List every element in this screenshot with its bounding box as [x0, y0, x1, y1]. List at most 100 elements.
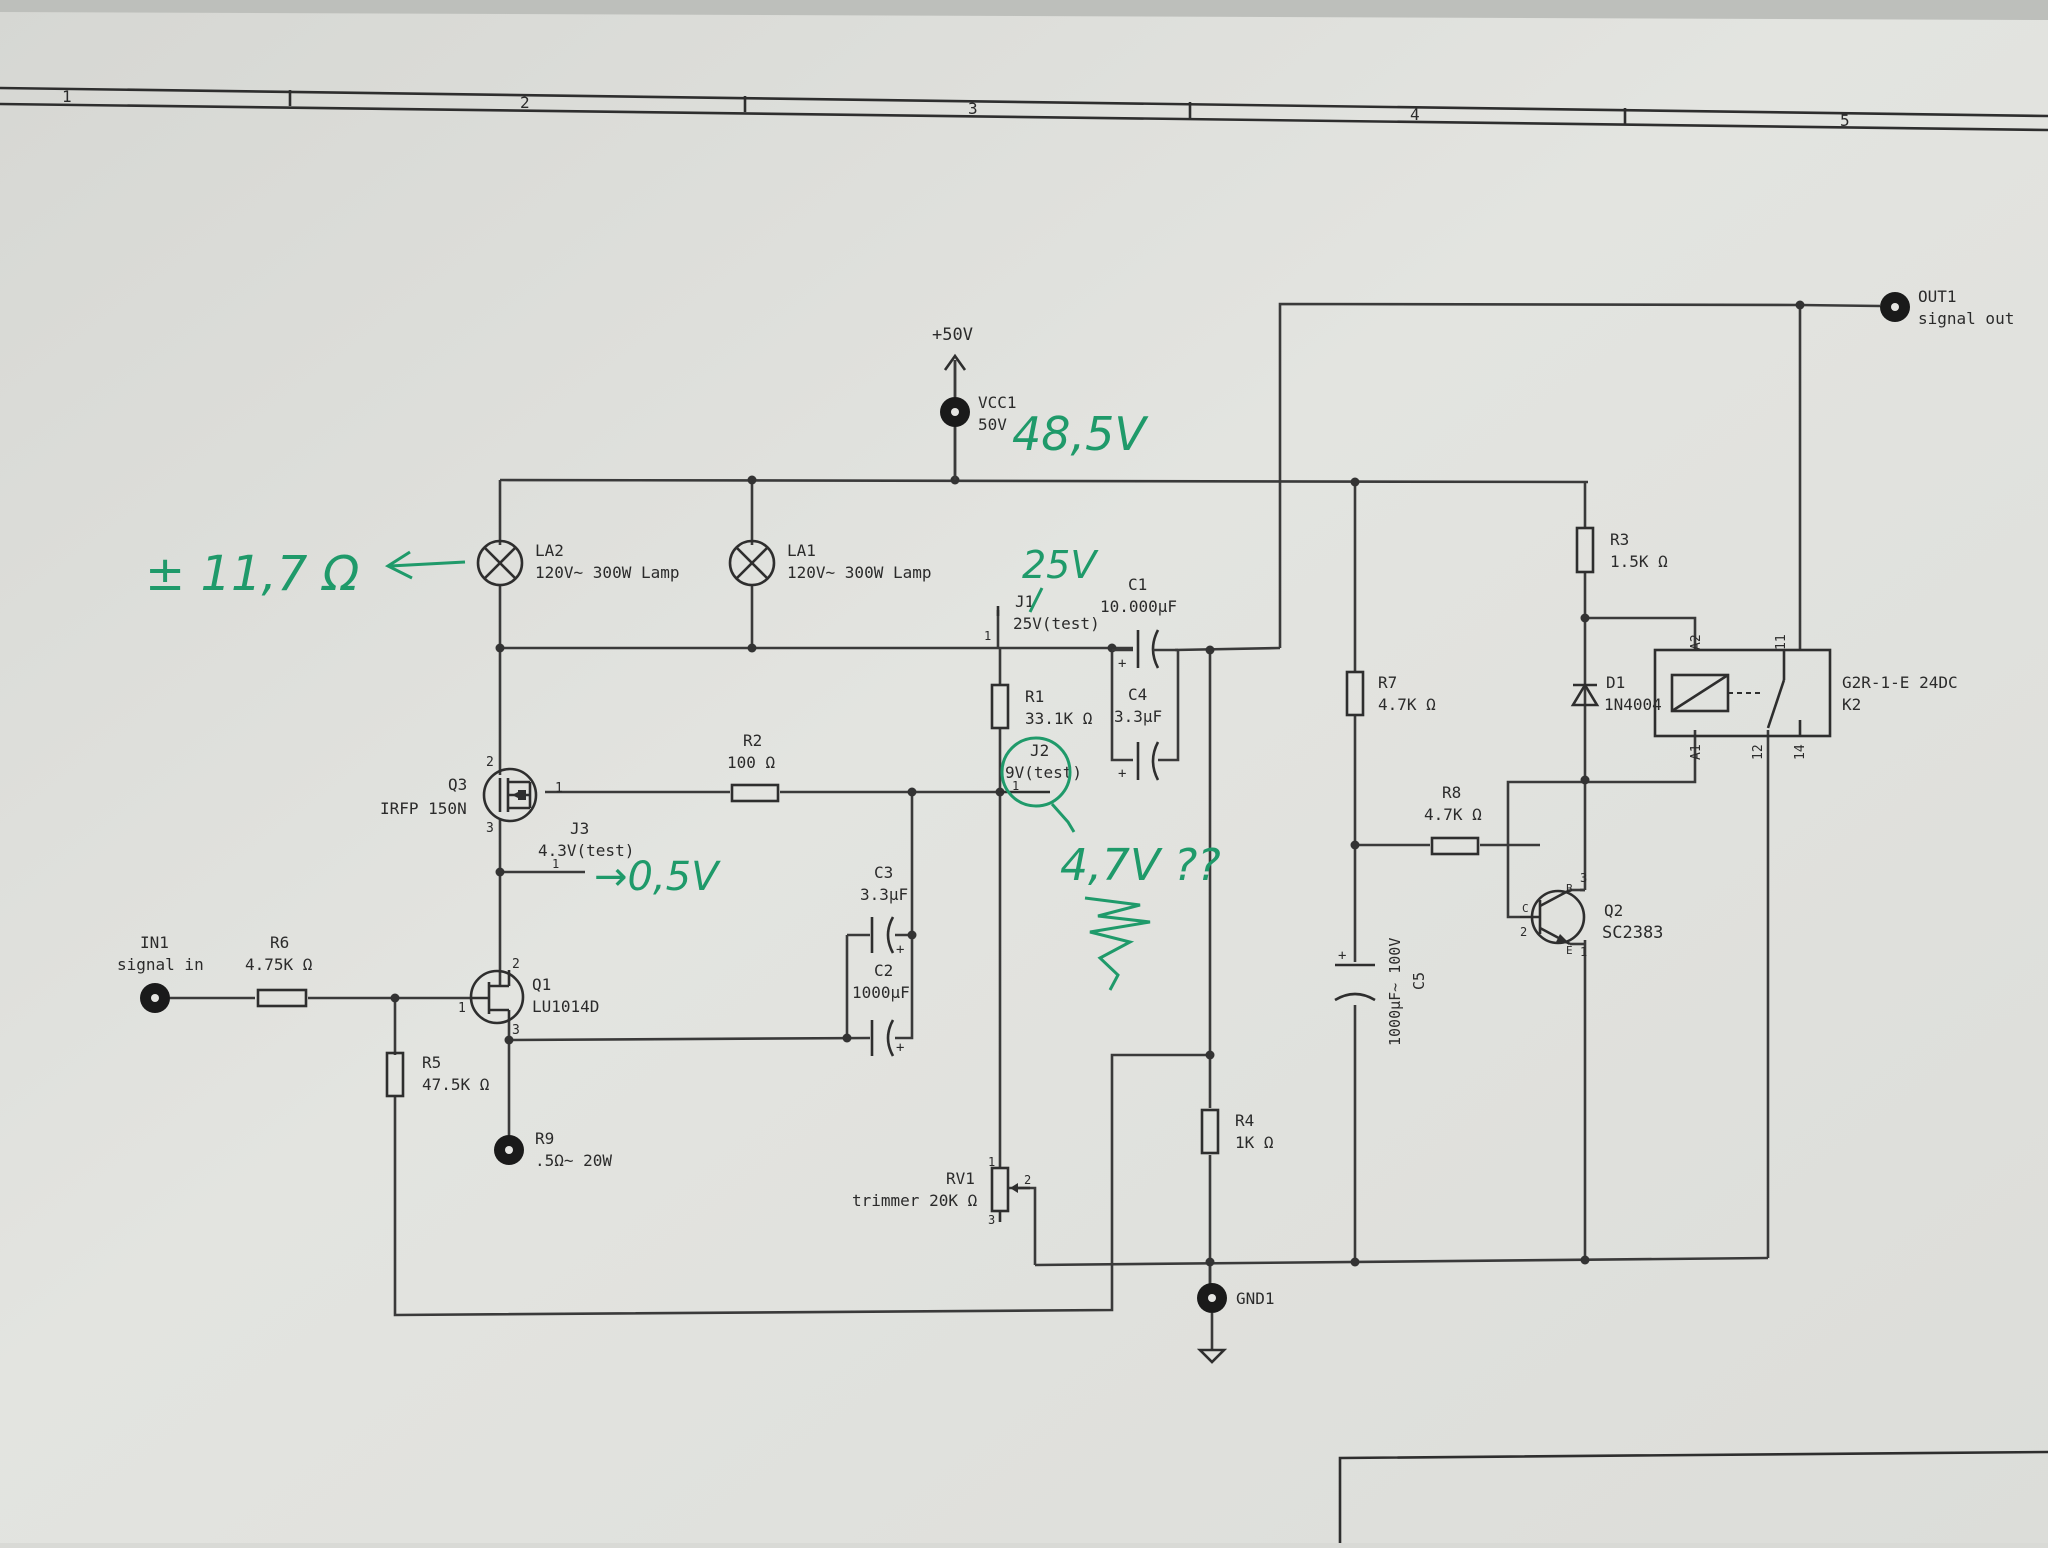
k2-a2: A2 — [1689, 634, 1704, 650]
capacitor-c2: + C2 1000µF — [852, 961, 910, 1057]
c3-ref: C3 — [874, 863, 893, 882]
note-scribble — [1084, 896, 1151, 991]
r7-value: 4.7K Ω — [1378, 695, 1436, 714]
r8-value: 4.7K Ω — [1424, 805, 1482, 824]
la1-ref: LA1 — [787, 541, 816, 560]
testpoint-j3: J3 4.3V(test) 1 — [538, 819, 634, 871]
r3-value: 1.5K Ω — [1610, 552, 1668, 571]
transistor-q3: Q3 IRFP 150N 1 2 3 — [380, 755, 563, 836]
r1-value: 33.1K Ω — [1025, 709, 1093, 728]
r6-value: 4.75K Ω — [245, 955, 313, 974]
c5-ref: C5 — [1410, 972, 1428, 990]
j1-pin: 1 — [984, 629, 991, 643]
c4-value: 3.3µF — [1114, 707, 1162, 726]
r2-value: 100 Ω — [727, 753, 776, 772]
vcc1-ref: VCC1 — [978, 393, 1017, 412]
c3-value: 3.3µF — [860, 885, 908, 904]
d1-value: 1N4004 — [1604, 695, 1662, 714]
c4-ref: C4 — [1128, 685, 1147, 704]
resistor-r6: R6 4.75K Ω — [245, 933, 313, 1008]
q1-value: LU1014D — [532, 997, 599, 1016]
r9-ref: R9 — [535, 1129, 554, 1148]
q2-value: SC2383 — [1602, 923, 1663, 943]
j3-value: 4.3V(test) — [538, 841, 634, 860]
c2-value: 1000µF — [852, 983, 910, 1002]
gnd1-ref: GND1 — [1236, 1289, 1275, 1308]
la2-ref: LA2 — [535, 541, 564, 560]
r3-ref: R3 — [1610, 530, 1629, 549]
q2-ref: Q2 — [1604, 901, 1623, 920]
rv1-pin1: 1 — [988, 1155, 995, 1169]
in1-value: signal in — [117, 955, 204, 974]
q2-e: E — [1566, 944, 1573, 957]
q2-pin1: 1 — [1580, 945, 1587, 959]
note-j2-measured: 4,7V ?? — [1060, 840, 1221, 891]
resistor-r3: R3 1.5K Ω — [1575, 526, 1668, 574]
diode-d1: D1 1N4004 — [1570, 673, 1662, 714]
la2-value: 120V~ 300W Lamp — [535, 563, 680, 582]
frame-col-2: 2 — [520, 93, 530, 112]
resistor-r5: R5 47.5K Ω — [385, 1051, 490, 1098]
j3-pin: 1 — [552, 857, 559, 871]
j2-pin: 1 — [1012, 779, 1019, 793]
vcc1-terminal: +50V VCC1 50V — [932, 325, 1017, 480]
svg-text:+: + — [1118, 766, 1126, 782]
r9-terminal: R9 .5Ω~ 20W — [494, 1129, 612, 1170]
q2-pin2: 2 — [1520, 925, 1527, 939]
out1-value: signal out — [1918, 309, 2014, 328]
q1-pin3: 3 — [512, 1023, 520, 1038]
capacitor-c1: + C1 10.000µF — [1100, 575, 1178, 672]
r6-ref: R6 — [270, 933, 289, 952]
r7-ref: R7 — [1378, 673, 1397, 692]
resistor-r4: R4 1K Ω — [1200, 1108, 1274, 1155]
frame-col-3: 3 — [968, 99, 978, 118]
q1-pin2: 2 — [512, 957, 520, 972]
q2-b: B — [1566, 882, 1573, 895]
j2-ref: J2 — [1030, 741, 1049, 760]
resistor-r1: R1 33.1K Ω — [990, 683, 1093, 730]
q2-c: C — [1522, 902, 1529, 915]
frame-col-5: 5 — [1840, 111, 1850, 130]
rv1-pin3: 3 — [988, 1213, 995, 1227]
out1-ref: OUT1 — [1918, 287, 1957, 306]
d1-ref: D1 — [1606, 673, 1625, 692]
la1-value: 120V~ 300W Lamp — [787, 563, 932, 582]
paper-top-edge — [0, 0, 2048, 20]
resistor-r8: R8 4.7K Ω — [1424, 783, 1482, 856]
q3-pin2: 2 — [486, 755, 494, 770]
r4-value: 1K Ω — [1235, 1133, 1274, 1152]
c5-value: 1000µF~ 100V — [1386, 938, 1404, 1046]
note-j2-arrow — [1050, 803, 1076, 833]
transistor-q1: Q1 LU1014D 1 2 3 — [458, 957, 599, 1038]
out1-terminal: OUT1 signal out — [1880, 287, 2014, 328]
k2-pin14: 14 — [1793, 744, 1808, 760]
rv1-ref: RV1 — [946, 1169, 975, 1188]
r2-ref: R2 — [743, 731, 762, 750]
svg-text:+: + — [1118, 656, 1126, 672]
vcc-net-label: +50V — [932, 325, 973, 345]
q2-pin3: 3 — [1580, 871, 1587, 885]
capacitor-c3: + C3 3.3µF — [860, 863, 908, 958]
q3-value: IRFP 150N — [380, 799, 467, 818]
k2-value: G2R-1-E 24DC — [1842, 673, 1958, 692]
q3-pin3: 3 — [486, 821, 494, 836]
r5-ref: R5 — [422, 1053, 441, 1072]
note-j3-measured: →0,5V — [594, 854, 721, 900]
q1-ref: Q1 — [532, 975, 551, 994]
j1-ref: J1 — [1015, 592, 1034, 611]
rv1-pin2: 2 — [1024, 1173, 1031, 1187]
q1-pin1: 1 — [458, 1001, 466, 1016]
k2-pin11: 11 — [1774, 634, 1789, 650]
lamp-la1: LA1 120V~ 300W Lamp — [728, 539, 932, 587]
capacitor-c4: + C4 3.3µF — [1114, 685, 1162, 782]
testpoint-j1: J1 25V(test) 1 — [984, 592, 1100, 643]
frame-col-4: 4 — [1410, 105, 1420, 124]
note-arrow-left — [384, 550, 466, 580]
q3-pin1: 1 — [555, 781, 563, 796]
note-lamp-resistance: ± 11,7 Ω — [145, 546, 360, 602]
c1-ref: C1 — [1128, 575, 1147, 594]
in1-ref: IN1 — [140, 933, 169, 952]
note-vcc-measured: 48,5V — [1012, 407, 1149, 461]
